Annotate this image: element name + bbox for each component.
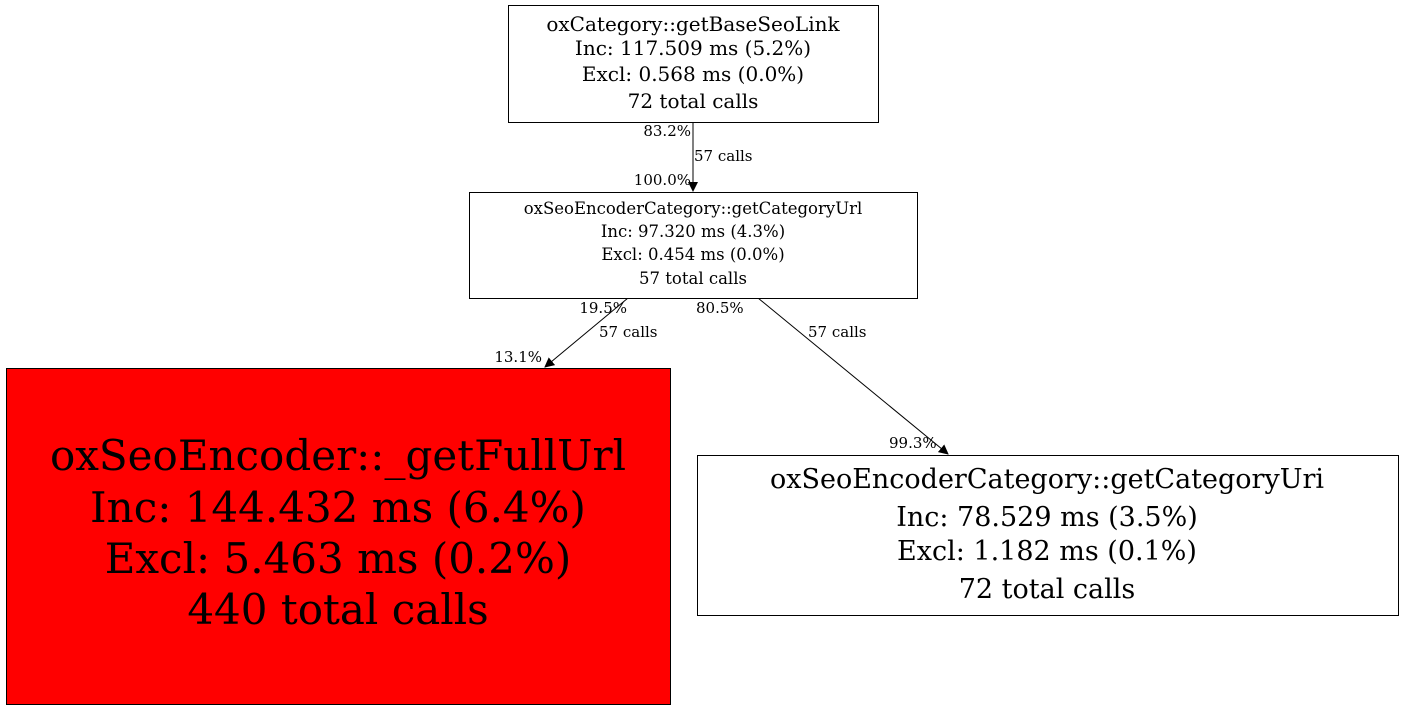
edge-tail-percent: 80.5%: [696, 299, 744, 317]
edge-tail-percent: 19.5%: [579, 299, 627, 317]
node-exclusive-time: Excl: 0.568 ms (0.0%): [582, 62, 804, 86]
node-getbaseseolink[interactable]: oxCategory::getBaseSeoLink Inc: 117.509 …: [508, 5, 879, 123]
node-function-name: oxSeoEncoderCategory::getCategoryUrl: [524, 199, 863, 218]
edge-head-percent: 100.0%: [634, 171, 691, 189]
node-getcategoryuri[interactable]: oxSeoEncoderCategory::getCategoryUri Inc…: [697, 455, 1399, 616]
node-function-name: oxSeoEncoderCategory::getCategoryUri: [770, 464, 1324, 495]
node-total-calls: 72 total calls: [628, 89, 759, 113]
node-inclusive-time: Inc: 97.320 ms (4.3%): [601, 222, 785, 241]
edge-head-percent: 99.3%: [889, 434, 937, 452]
edge-tail-percent: 83.2%: [643, 122, 691, 140]
edge-calls-label: 57 calls: [808, 323, 867, 341]
node-total-calls: 72 total calls: [959, 574, 1136, 605]
node-inclusive-time: Inc: 144.432 ms (6.4%): [90, 483, 586, 532]
edge-getbaseseolink-to-getcategoryurl: 83.2% 57 calls 100.0%: [634, 122, 753, 192]
edge-head-percent: 13.1%: [494, 348, 542, 366]
edge-getcategoryurl-to-getcategoryuri: 80.5% 57 calls 99.3%: [696, 297, 949, 455]
node-function-name: oxCategory::getBaseSeoLink: [546, 12, 840, 36]
node-inclusive-time: Inc: 78.529 ms (3.5%): [896, 502, 1198, 533]
node-exclusive-time: Excl: 0.454 ms (0.0%): [601, 245, 784, 264]
edge-getcategoryurl-to-getfullurl: 19.5% 57 calls 13.1%: [494, 297, 658, 368]
node-total-calls: 440 total calls: [187, 585, 488, 634]
node-function-name: oxSeoEncoder::_getFullUrl: [50, 431, 626, 480]
edge-calls-label: 57 calls: [694, 147, 753, 165]
node-exclusive-time: Excl: 5.463 ms (0.2%): [105, 534, 572, 583]
node-getfullurl[interactable]: oxSeoEncoder::_getFullUrl Inc: 144.432 m…: [6, 368, 671, 705]
edge-calls-label: 57 calls: [599, 323, 658, 341]
node-inclusive-time: Inc: 117.509 ms (5.2%): [575, 36, 811, 60]
node-exclusive-time: Excl: 1.182 ms (0.1%): [897, 536, 1197, 567]
node-getcategoryurl[interactable]: oxSeoEncoderCategory::getCategoryUrl Inc…: [469, 192, 918, 299]
node-total-calls: 57 total calls: [639, 269, 747, 288]
